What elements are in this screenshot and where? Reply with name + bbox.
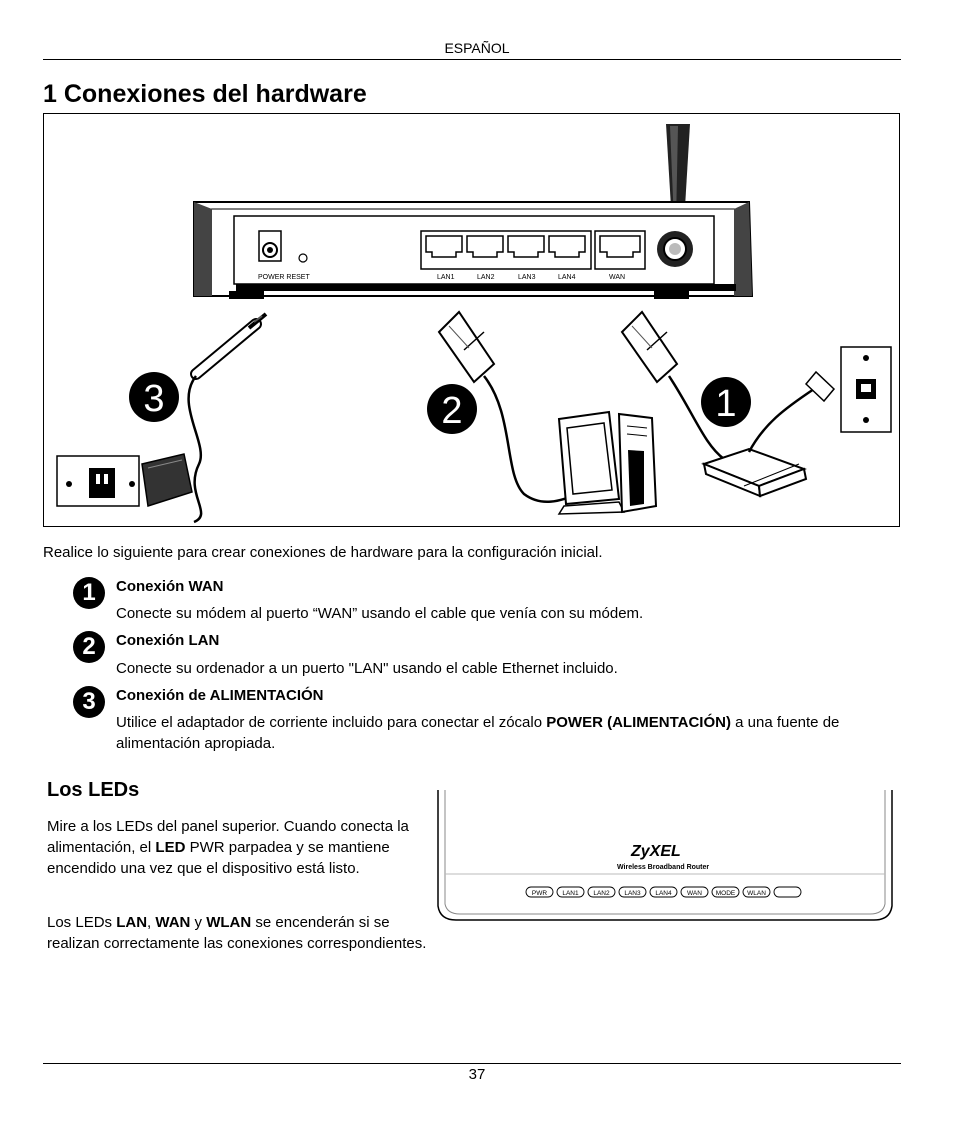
svg-text:2: 2 [441, 390, 462, 432]
footer-rule [43, 1063, 901, 1064]
model-label: Wireless Broadband Router [617, 864, 709, 871]
step-3-badge: 3 [73, 686, 105, 718]
phone-jack-icon [804, 346, 892, 433]
step-3-description: Utilice el adaptador de corriente inclui… [116, 712, 886, 754]
leds-p2-bold-1: LAN [116, 914, 148, 931]
lan-cable [483, 375, 585, 503]
led-indicator-lan2: LAN2 [587, 886, 616, 898]
leds-paragraph-2: Los LEDs LAN, WAN y WLAN se encenderán s… [47, 912, 427, 954]
svg-text:PWR: PWR [532, 890, 547, 897]
leds-p2-text-3: y [190, 914, 207, 931]
step-3-title: Conexión de ALIMENTACIÓN [116, 687, 324, 704]
svg-text:LAN2: LAN2 [593, 890, 610, 897]
modem-icon [701, 447, 808, 498]
leds-p2-bold-2: WAN [155, 914, 191, 931]
led-indicator-row: PWR LAN1 LAN2 LAN3 LAN4 WAN MODE WLAN [525, 886, 802, 898]
callout-2: 2 [427, 384, 477, 434]
svg-text:LAN1: LAN1 [562, 890, 579, 897]
svg-text:MODE: MODE [716, 890, 736, 897]
power-adapter-icon [141, 453, 193, 507]
step-3-desc-bold: POWER (ALIMENTACIÓN) [546, 714, 731, 731]
step-1-title: Conexión WAN [116, 578, 224, 595]
svg-text:WAN: WAN [687, 890, 702, 897]
led-indicator-pwr: PWR [525, 886, 554, 898]
connection-diagram: POWER RESET LAN1 LAN2 LAN3 LAN4 WAN [56, 124, 892, 524]
leds-p1-text-1: Mire a los LEDs del panel superior. Cuan… [47, 818, 409, 856]
leds-p2-text-1: Los LEDs [47, 914, 117, 931]
router-top-panel: ZyXEL Wireless Broadband Router PWR LAN1 L… [437, 790, 893, 921]
leds-p1-text-2: PWR parpadea y se mantiene encendido una… [47, 839, 390, 877]
step-2-title: Conexión LAN [116, 632, 220, 649]
svg-text:1: 1 [715, 383, 736, 425]
section-title: 1 Conexiones del hardware [43, 80, 367, 108]
lan3-port-label: LAN3 [518, 274, 536, 281]
lan4-port-label: LAN4 [558, 274, 576, 281]
lan2-port-label: LAN2 [477, 274, 495, 281]
header-rule [43, 59, 901, 60]
power-reset-label: POWER RESET [258, 274, 310, 281]
wan-cable [667, 375, 725, 460]
svg-text:LAN4: LAN4 [655, 890, 672, 897]
intro-text: Realice lo siguiente para crear conexion… [43, 544, 603, 561]
header-language: ESPAÑOL [444, 40, 510, 56]
router-rear-icon [193, 201, 754, 299]
led-indicator-lan3: LAN3 [618, 886, 647, 898]
wan-port-label: WAN [609, 274, 625, 281]
callout-3: 3 [129, 372, 179, 422]
leds-p2-text-4: se encenderán si se realizan correctamen… [47, 914, 427, 952]
power-plug-icon [190, 312, 268, 380]
power-cable [187, 375, 203, 524]
page-number: 37 [468, 1066, 486, 1083]
step-2-badge: 2 [73, 631, 105, 663]
hardware-connection-figure: POWER RESET LAN1 LAN2 LAN3 LAN4 WAN [43, 113, 900, 527]
svg-text:LAN3: LAN3 [624, 890, 641, 897]
led-indicator-wlan: WLAN [742, 886, 771, 898]
led-indicator-wan: WAN [680, 886, 709, 898]
computer-icon [557, 410, 658, 515]
step-3-desc-text-1: Utilice el adaptador de corriente inclui… [116, 714, 547, 731]
step-3-desc-text-2: a una fuente de alimentación apropiada. [116, 714, 840, 752]
zyxel-logo: ZyXEL [630, 843, 681, 860]
led-indicator-lan1: LAN1 [556, 886, 585, 898]
step-1-badge: 1 [73, 577, 105, 609]
phone-cable [747, 387, 815, 453]
leds-p2-text-2: , [147, 914, 156, 931]
antenna-icon [666, 124, 690, 224]
step-1-description: Conecte su módem al puerto “WAN” usando … [116, 605, 644, 622]
leds-paragraph-1: Mire a los LEDs del panel superior. Cuan… [47, 816, 427, 879]
leds-p2-bold-3: WLAN [206, 914, 252, 931]
svg-text:WLAN: WLAN [747, 890, 766, 897]
led-indicator-lan4: LAN4 [649, 886, 678, 898]
wan-connector-icon [620, 310, 679, 384]
leds-title: Los LEDs [47, 779, 140, 801]
led-indicator-blank [773, 886, 802, 898]
step-2-description: Conecte su ordenador a un puerto "LAN" u… [116, 660, 618, 677]
led-indicator-mode: MODE [711, 886, 740, 898]
callout-1: 1 [701, 377, 751, 427]
lan1-port-label: LAN1 [437, 274, 455, 281]
svg-text:3: 3 [143, 378, 164, 420]
wall-outlet-icon [56, 455, 140, 507]
leds-p1-bold-1: LED [155, 839, 186, 856]
lan-connector-icon [437, 310, 496, 384]
led-panel-figure: ZyXEL Wireless Broadband Router PWR LAN1 L… [436, 786, 894, 926]
